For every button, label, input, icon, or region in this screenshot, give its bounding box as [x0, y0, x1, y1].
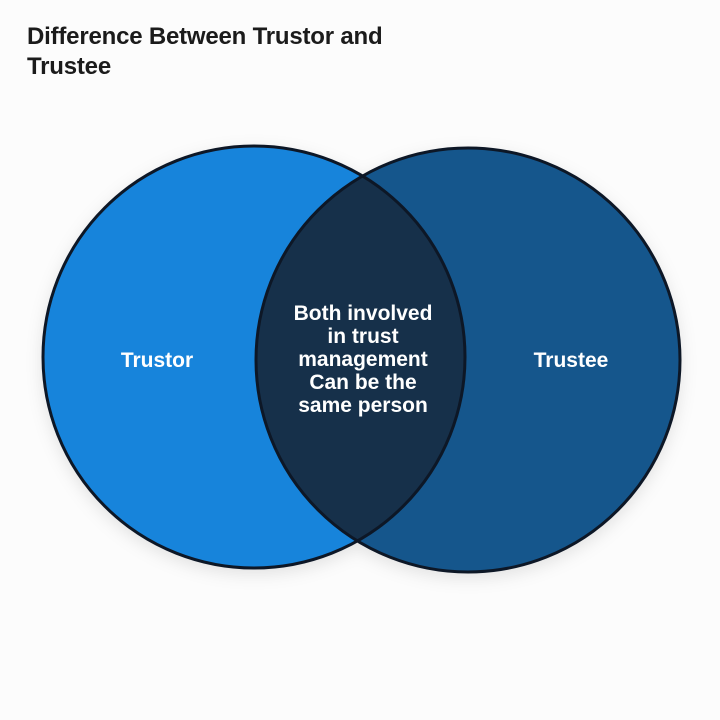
- trustor-circle-outline: [41, 144, 467, 570]
- page-title-line-2: Trustee: [27, 53, 111, 80]
- intersection-label-line: management: [298, 348, 428, 371]
- intersection-region: [256, 148, 465, 568]
- trustee-label: Trustee: [533, 349, 609, 372]
- page-title: Difference Between Trustor and Trustee: [27, 22, 383, 82]
- intersection-label-line: Can be the: [309, 371, 417, 394]
- page-title-line-1: Difference Between Trustor and: [27, 23, 383, 50]
- intersection-label-line: Both involved: [293, 302, 433, 325]
- intersection-label-line: in trust: [327, 325, 399, 348]
- intersection-label-line: same person: [298, 394, 428, 417]
- trustor-label: Trustor: [120, 349, 194, 372]
- trustee-circle-outline: [254, 146, 682, 574]
- intersection-label: Both involved in trust management Can be…: [273, 302, 453, 417]
